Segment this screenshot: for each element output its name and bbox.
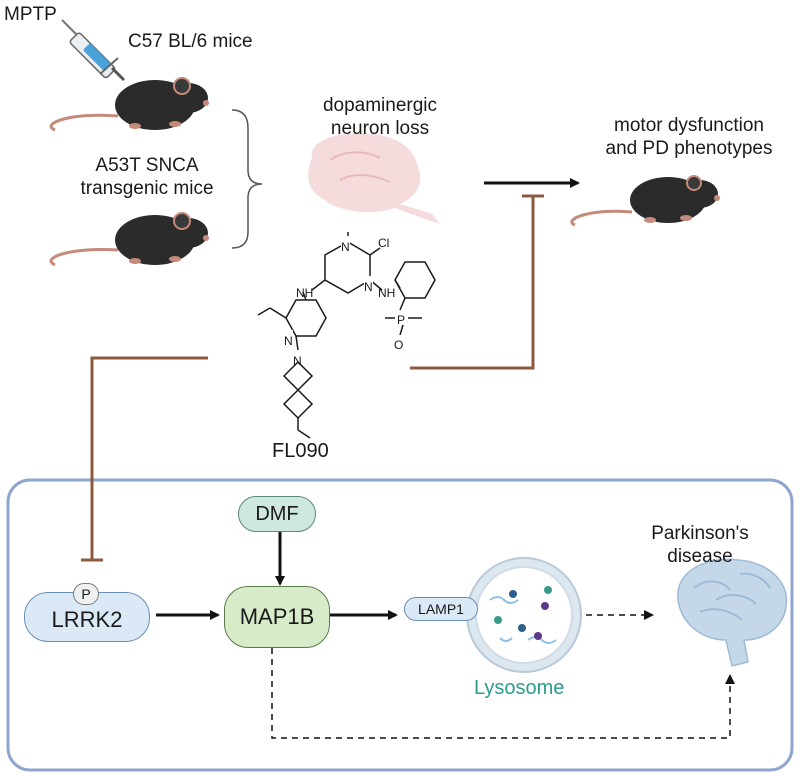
c57-label: C57 BL/6 mice (128, 31, 253, 52)
brain-blue-icon (677, 558, 788, 667)
mptp-label: MPTP (4, 4, 57, 25)
atom-n-spiro: N (293, 354, 302, 368)
lysosome-label: Lysosome (474, 677, 565, 699)
motor-label: motor dysfunction and PD phenotypes (578, 114, 800, 160)
atom-n-right: N (364, 276, 373, 299)
dopamine-label-line1: dopaminergic (322, 95, 438, 116)
phospho-badge: P (73, 583, 99, 605)
a53t-label: A53T SNCA transgenic mice (62, 154, 232, 200)
pd-label-line2: disease (667, 546, 733, 567)
atom-p: P (397, 313, 406, 327)
dopamine-label-line2: neuron loss (330, 118, 430, 139)
dopamine-label: dopaminergic neuron loss (290, 94, 470, 140)
brain-pink-icon (308, 133, 440, 224)
lamp1-node: LAMP1 (404, 597, 478, 621)
a53t-label-line2: transgenic mice (80, 178, 214, 199)
mouse-c57-icon (49, 77, 209, 132)
map1b-label: MAP1B (239, 604, 315, 629)
map1b-node: MAP1B (224, 586, 330, 648)
atom-cl: Cl (378, 236, 390, 250)
dmf-node: DMF (238, 496, 316, 532)
pd-label-line1: Parkinson's (651, 523, 749, 544)
atom-o: O (394, 338, 404, 352)
atom-nh-left: NH (296, 286, 314, 300)
lamp1-label: LAMP1 (418, 601, 464, 617)
inhibition-left (81, 356, 208, 562)
motor-label-line1: motor dysfunction (614, 115, 764, 136)
pd-label: Parkinson's disease (640, 522, 760, 568)
atom-nh-right: NH (378, 286, 396, 300)
map1b-to-pd-dashed (271, 648, 735, 739)
lysosome-icon (466, 557, 582, 673)
syringe-icon (61, 19, 126, 82)
compound-label: FL090 (272, 440, 329, 462)
phospho-label: P (81, 586, 91, 602)
lrrk2-label: LRRK2 (51, 607, 123, 632)
atom-n-pyridine: N (284, 330, 293, 353)
dmf-label: DMF (255, 502, 299, 525)
a53t-label-line1: A53T SNCA (95, 155, 199, 176)
lrrk2-node: LRRK2 (24, 592, 150, 642)
mice-bracket (231, 109, 263, 249)
inhibition-right (410, 194, 544, 370)
motor-label-line2: and PD phenotypes (605, 138, 773, 159)
pathway-panel (6, 478, 794, 772)
mouse-a53t-icon (49, 212, 209, 267)
atom-n-top: N (341, 236, 350, 259)
mouse-pd-icon (570, 175, 720, 227)
